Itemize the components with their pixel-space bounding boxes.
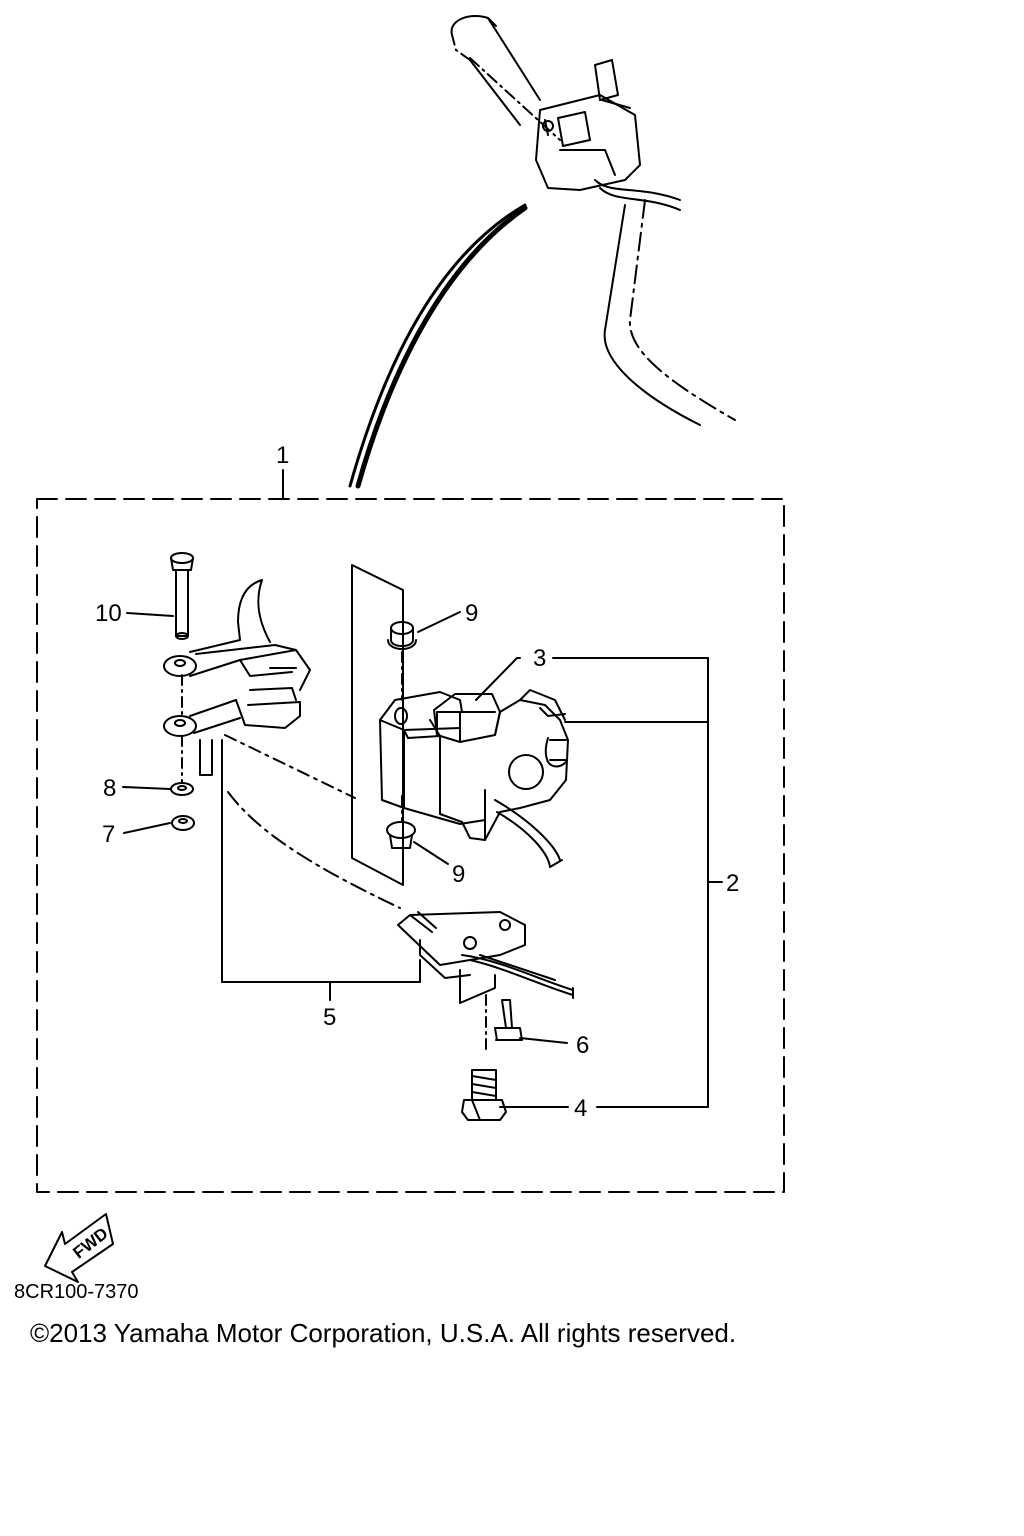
sensor-bracket <box>397 911 574 1004</box>
callout-9-upper: 9 <box>465 600 478 627</box>
switch-housing <box>379 689 569 868</box>
housing-panel <box>351 564 404 886</box>
callout-10: 10 <box>95 600 122 627</box>
callout-7: 7 <box>102 821 115 848</box>
callout-5: 5 <box>323 1004 336 1031</box>
callout-8: 8 <box>103 775 116 802</box>
handlebar-grip <box>450 15 736 426</box>
small-screw <box>494 999 523 1041</box>
throttle-lever-bracket <box>163 579 311 776</box>
copyright-notice: ©2013 Yamaha Motor Corporation, U.S.A. A… <box>30 1318 737 1348</box>
callout-2: 2 <box>726 870 739 897</box>
callout-1: 1 <box>276 442 289 469</box>
callout-3: 3 <box>533 645 546 672</box>
grommet-upper <box>387 621 417 650</box>
assembly-boundary <box>36 498 785 1193</box>
mounting-bolt <box>461 1069 507 1121</box>
pivot-bolt <box>170 552 194 640</box>
callout-6: 6 <box>576 1032 589 1059</box>
throttle-cable <box>348 203 527 488</box>
diagram-part-code: 8CR100-7370 <box>14 1281 139 1303</box>
fwd-arrow-icon <box>44 1213 114 1283</box>
circlip <box>171 815 195 831</box>
callout-4: 4 <box>574 1095 587 1122</box>
grommet-lower <box>386 821 416 849</box>
callout-9-lower: 9 <box>452 861 465 888</box>
